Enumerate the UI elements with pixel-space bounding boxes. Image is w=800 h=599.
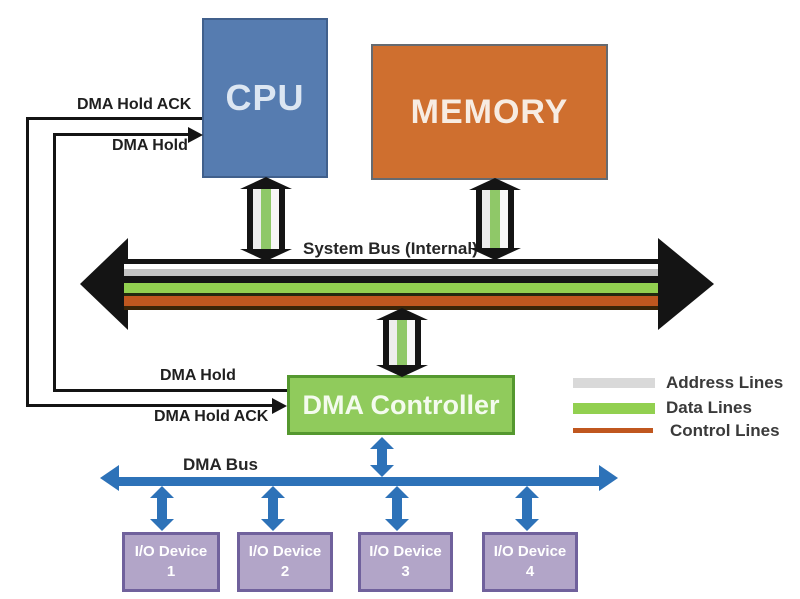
arrow-down-icon <box>515 519 539 531</box>
legend-data-lines-label: Data Lines <box>666 398 752 417</box>
bus-edge-stripe <box>124 259 658 264</box>
cpu-to-bus-connector <box>240 177 292 261</box>
io-device-1-name: I/O Device <box>134 542 208 560</box>
system-bus <box>124 259 658 310</box>
io-device-3-name: I/O Device <box>369 542 442 560</box>
dmabus-to-io2-arrow <box>261 486 285 531</box>
dma-hold-ack-label: DMA Hold ACK <box>154 408 269 425</box>
legend-address-lines-swatch <box>573 378 655 388</box>
io-device-4-name: I/O Device <box>493 542 567 560</box>
dmabus-to-io3-arrow <box>385 486 409 531</box>
dma-bus <box>118 477 602 486</box>
arrow-up-icon <box>469 178 521 190</box>
arrow-down-icon <box>376 365 428 377</box>
arrow-down-icon <box>261 519 285 531</box>
hold-ack-line-left <box>26 117 29 407</box>
bus-address-lines-stripe <box>124 269 658 276</box>
hold-line-bottom <box>53 389 287 392</box>
cpu-label: CPU <box>225 77 305 118</box>
io-device-4-block: I/O Device 4 <box>482 532 578 592</box>
memory-block: MEMORY <box>371 44 608 180</box>
legend-data-lines-swatch <box>573 403 655 414</box>
legend-control-lines-label: Control Lines <box>670 421 780 440</box>
dma-bus-label: DMA Bus <box>183 455 258 474</box>
io-device-1-block: I/O Device 1 <box>122 532 220 592</box>
legend-address-lines-label: Address Lines <box>666 373 784 392</box>
arrow-up-icon <box>515 486 539 498</box>
cpu-hold-label: DMA Hold <box>112 137 188 154</box>
arrow-up-icon <box>150 486 174 498</box>
bus-control-lines-stripe <box>124 296 658 306</box>
dma-controller-label: DMA Controller <box>302 389 500 420</box>
io-device-3-number: 3 <box>401 563 410 580</box>
arrow-up-icon <box>385 486 409 498</box>
arrow-down-icon <box>469 248 521 260</box>
arrow-up-icon <box>240 177 292 189</box>
bus-white-stripe <box>124 264 658 269</box>
arrow-down-icon <box>385 519 409 531</box>
arrow-down-icon <box>150 519 174 531</box>
cpu-hold-ack-label: DMA Hold ACK <box>77 96 192 113</box>
dmabus-to-io4-arrow <box>515 486 539 531</box>
dma-bus-arrowhead-left-icon <box>100 465 119 491</box>
io-device-1-number: 1 <box>166 563 176 580</box>
arrow-down-icon <box>240 249 292 261</box>
arrow-up-icon <box>376 308 428 320</box>
hold-line-left <box>53 133 56 391</box>
dma-to-dmabus-arrow <box>370 437 394 477</box>
bus-divider-stripe <box>124 293 658 296</box>
hold-ack-line-top <box>26 117 202 120</box>
hold-line-top <box>53 133 190 136</box>
bus-black-stripe <box>124 276 658 283</box>
system-bus-arrowhead-left-icon <box>80 238 128 330</box>
bus-data-lines-stripe <box>124 283 658 293</box>
dma-bus-arrowhead-right-icon <box>599 465 618 491</box>
dma-hold-label: DMA Hold <box>160 367 236 384</box>
hold-ack-arrowhead-icon <box>272 398 287 414</box>
cpu-block: CPU <box>202 18 328 178</box>
arrow-up-icon <box>261 486 285 498</box>
io-device-4-number: 4 <box>525 563 535 580</box>
io-device-2-block: I/O Device 2 <box>237 532 333 592</box>
io-device-2-number: 2 <box>280 563 290 580</box>
io-device-3-block: I/O Device 3 <box>358 532 453 592</box>
hold-arrowhead-icon <box>188 127 203 143</box>
dmabus-to-io1-arrow <box>150 486 174 531</box>
system-bus-arrowhead-right-icon <box>658 238 714 330</box>
dma-controller-block: DMA Controller <box>287 375 515 435</box>
arrow-up-icon <box>370 437 394 449</box>
arrow-down-icon <box>370 465 394 477</box>
legend-control-lines-swatch <box>573 428 653 433</box>
system-bus-label: System Bus (Internal) <box>303 239 478 258</box>
io-device-2-name: I/O Device <box>248 542 322 560</box>
memory-to-bus-connector <box>469 178 521 260</box>
memory-label: MEMORY <box>410 92 569 131</box>
bus-to-dma-connector <box>376 308 428 377</box>
hold-ack-line-bottom <box>26 404 274 407</box>
